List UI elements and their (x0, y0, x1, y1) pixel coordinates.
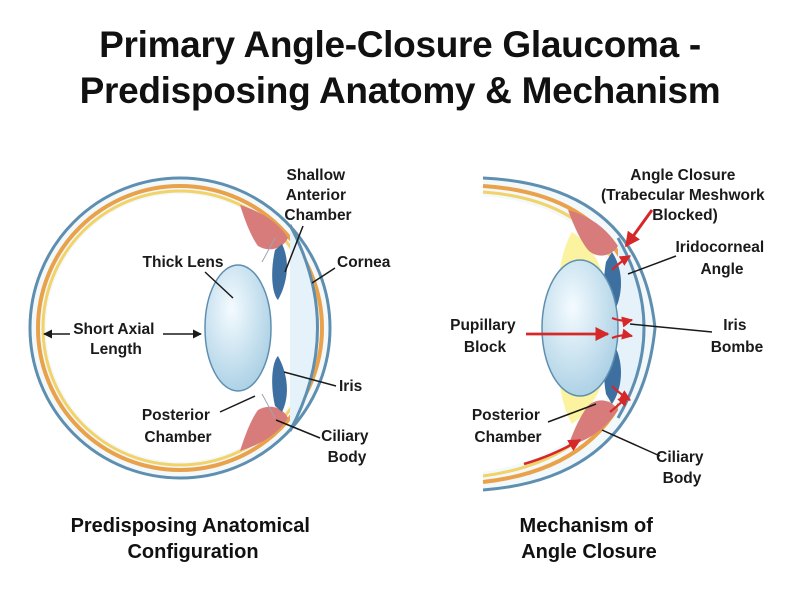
pointer-iris-bombe (629, 323, 713, 333)
pointer-ciliary-body-left (275, 419, 321, 439)
zonule-lower (261, 393, 276, 419)
left-lens (204, 264, 272, 392)
arrow-flow-mid-lower (611, 328, 634, 340)
right-lens (541, 259, 619, 397)
aqueous-flow-arrows (523, 209, 654, 466)
arrow-posterior-flow (523, 438, 582, 466)
left-iris-upper (272, 244, 287, 300)
zonule-upper (261, 237, 276, 263)
label-short-axial-length: Short Axial Length (73, 321, 159, 358)
label-pupillary-block: Pupillary Block (450, 317, 520, 356)
arrow-flow-bottom (609, 395, 629, 413)
pointer-ciliary-body-right (601, 429, 661, 457)
pointer-posterior-chamber-left (219, 395, 256, 413)
right-labels: Angle Closure (Trabecular Meshwork Block… (450, 167, 769, 487)
left-eye (28, 176, 332, 480)
label-posterior-chamber-left: Posterior Chamber (142, 407, 214, 446)
left-vitreous (46, 194, 314, 462)
label-iridocorneal-angle: Iridocorneal Angle (675, 239, 768, 278)
right-ciliary-body-upper (568, 210, 618, 256)
left-ciliary-body-lower (240, 406, 288, 451)
label-cornea: Cornea (337, 254, 391, 271)
label-posterior-chamber-right: Posterior Chamber (472, 407, 544, 446)
pointer-posterior-chamber-right (547, 403, 597, 423)
label-iris-bombe: Iris Bombe (711, 317, 764, 356)
left-labels: Shallow Anterior Chamber Thick Lens Corn… (43, 167, 391, 466)
left-choroid (36, 184, 324, 472)
left-iris-lower (272, 356, 287, 412)
label-ciliary-body-right: Ciliary Body (656, 449, 708, 487)
page-title: Primary Angle-Closure Glaucoma - Predisp… (0, 22, 800, 114)
left-cornea (288, 224, 319, 432)
right-ciliary-body-lower (568, 400, 618, 446)
label-iris: Iris (339, 378, 362, 395)
pointer-thick-lens (204, 271, 234, 299)
label-shallow-anterior-chamber: Shallow Anterior Chamber (284, 167, 351, 224)
arrow-flow-mid-upper (611, 316, 634, 328)
pointer-iridocorneal-angle (627, 255, 677, 275)
pointer-shallow-chamber (284, 225, 304, 273)
caption-left: Predisposing Anatomical Configuration (71, 515, 316, 563)
title-line-2: Predisposing Anatomy & Mechanism (79, 70, 721, 111)
title-line-1: Primary Angle-Closure Glaucoma - (99, 24, 701, 65)
label-thick-lens: Thick Lens (143, 254, 224, 271)
pointer-iris (283, 371, 337, 387)
caption-right: Mechanism of Angle Closure (520, 515, 659, 563)
arrow-angle-closure (624, 209, 654, 248)
pointer-cornea (311, 267, 336, 284)
left-ciliary-body-upper (240, 205, 288, 250)
arrow-flow-upper (611, 255, 631, 271)
label-angle-closure: Angle Closure (Trabecular Meshwork Block… (601, 167, 769, 224)
label-ciliary-body-left: Ciliary Body (321, 428, 373, 466)
